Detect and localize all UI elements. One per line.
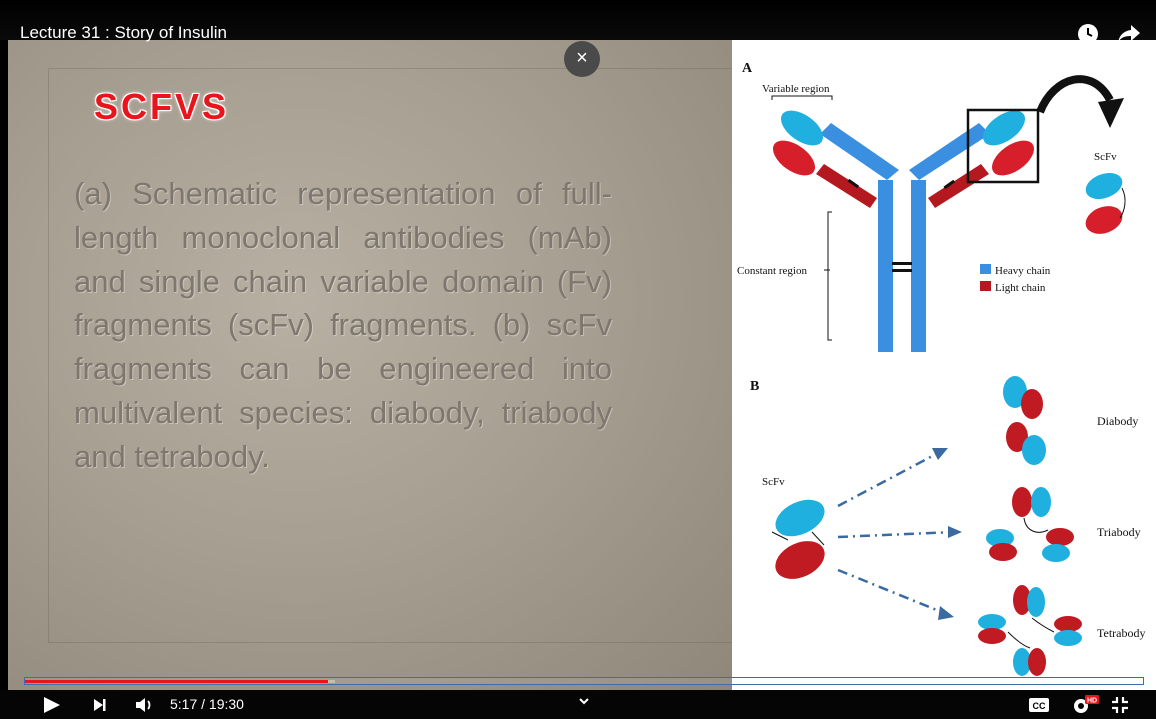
play-icon[interactable]: [42, 696, 62, 714]
legend-light-label: Light chain: [995, 282, 1046, 294]
slide-text-panel: SCFVS (a) Schematic representation of fu…: [8, 40, 732, 690]
scfv-heavy-domain: [1082, 168, 1126, 204]
player-top-bar: Lecture 31 : Story of Insulin: [0, 0, 1156, 40]
legend-heavy-label: Heavy chain: [995, 265, 1051, 277]
panel-b-label: B: [750, 379, 759, 394]
player-controls: 5:17 / 19:30 CC HD: [0, 690, 1156, 719]
scfv-light-domain: [1082, 201, 1127, 238]
volume-icon[interactable]: [134, 696, 154, 714]
curved-arrow: [1040, 79, 1110, 112]
variable-region-label: Variable region: [762, 83, 830, 95]
antibody-heavy-chain: [820, 123, 990, 352]
tetrabody-label: Tetrabody: [1097, 626, 1145, 640]
antibody-light-chain: [816, 164, 989, 208]
chevron-down-icon[interactable]: [576, 694, 592, 708]
fullscreen-exit-icon[interactable]: [1110, 695, 1130, 715]
antibody-figure: A Variable region: [732, 40, 1156, 690]
triabody-shape: [986, 487, 1074, 562]
variable-region-bracket: [772, 96, 832, 100]
slide-title: SCFVS: [94, 86, 229, 128]
scfv-label-b: ScFv: [762, 476, 785, 488]
triabody-label: Triabody: [1097, 525, 1141, 539]
diabody-label: Diabody: [1097, 414, 1138, 428]
share-icon[interactable]: [1116, 22, 1142, 46]
diabody-shape: [1003, 376, 1046, 465]
constant-region-bracket: [828, 212, 832, 340]
curved-arrow-head: [1098, 98, 1124, 128]
tetrabody-shape: [978, 585, 1082, 676]
progress-buffered: [328, 680, 335, 683]
time-display: 5:17 / 19:30: [170, 696, 244, 712]
video-title[interactable]: Lecture 31 : Story of Insulin: [20, 23, 227, 43]
cc-icon[interactable]: CC: [1028, 696, 1050, 714]
scfv-label-a: ScFv: [1094, 151, 1117, 163]
dashed-arrow-heads: [932, 448, 962, 620]
legend-heavy-swatch: [980, 264, 991, 274]
panel-a-label: A: [742, 61, 753, 76]
next-icon[interactable]: [92, 697, 108, 713]
dashed-arrows: [838, 452, 954, 613]
legend-light-swatch: [980, 281, 991, 291]
slide-body-text: (a) Schematic representation of full-len…: [74, 172, 612, 479]
cc-label: CC: [1033, 701, 1046, 711]
close-icon[interactable]: ×: [564, 41, 600, 77]
scfv-b-light: [769, 534, 830, 587]
slide-figure-panel: A Variable region: [732, 40, 1156, 690]
settings-icon[interactable]: HD: [1070, 693, 1100, 717]
constant-region-label: Constant region: [737, 265, 807, 277]
progress-played: [25, 680, 328, 683]
hd-badge: HD: [1087, 698, 1097, 705]
progress-bar[interactable]: [24, 677, 1144, 685]
clock-icon[interactable]: [1076, 22, 1100, 46]
